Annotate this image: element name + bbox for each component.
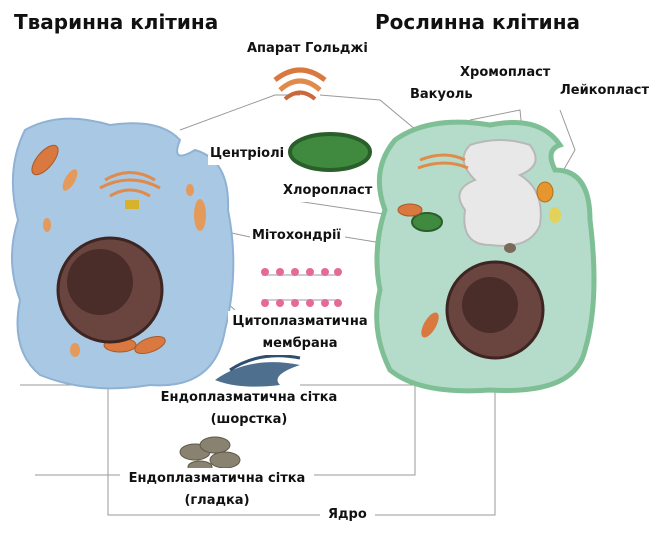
label-membrane-line2: мембрана — [262, 336, 338, 351]
golgi-illustration — [273, 67, 327, 101]
label-smooth-er: Ендоплазматична сітка (гладка) — [120, 468, 314, 512]
label-chromoplast: Хромопласт — [458, 62, 553, 84]
label-smooth-er-line1: Ендоплазматична сітка — [128, 471, 306, 486]
smooth-er-illustration — [179, 436, 241, 474]
plant-cell-title: Рослинна клітина — [375, 10, 581, 34]
label-golgi: Апарат Гольджі — [245, 38, 370, 60]
label-centrioles: Центріолі — [208, 143, 287, 165]
label-rough-er-line1: Ендоплазматична сітка — [160, 390, 338, 405]
label-vacuole: Вакуоль — [408, 84, 475, 106]
label-rough-er: Ендоплазматична сітка (шорстка) — [152, 387, 346, 431]
label-membrane: Цитоплазматична мембрана — [228, 311, 372, 355]
animal-cell-title: Тваринна клітина — [14, 10, 219, 34]
vacuole-shape — [458, 139, 542, 247]
label-mitochondria: Мітохондрії — [250, 225, 343, 247]
label-chloroplast: Хлоропласт — [281, 180, 375, 202]
label-leucoplast: Лейкопласт — [558, 80, 651, 102]
label-nucleus: Ядро — [326, 504, 369, 526]
label-rough-er-line2: (шорстка) — [210, 412, 288, 427]
label-membrane-line1: Цитоплазматична — [232, 314, 368, 329]
chloroplast-illustration — [288, 132, 372, 172]
label-smooth-er-line2: (гладка) — [184, 493, 250, 508]
membrane-illustration — [261, 268, 342, 307]
centriole-shape — [125, 200, 139, 209]
rough-er-illustration — [215, 354, 301, 387]
